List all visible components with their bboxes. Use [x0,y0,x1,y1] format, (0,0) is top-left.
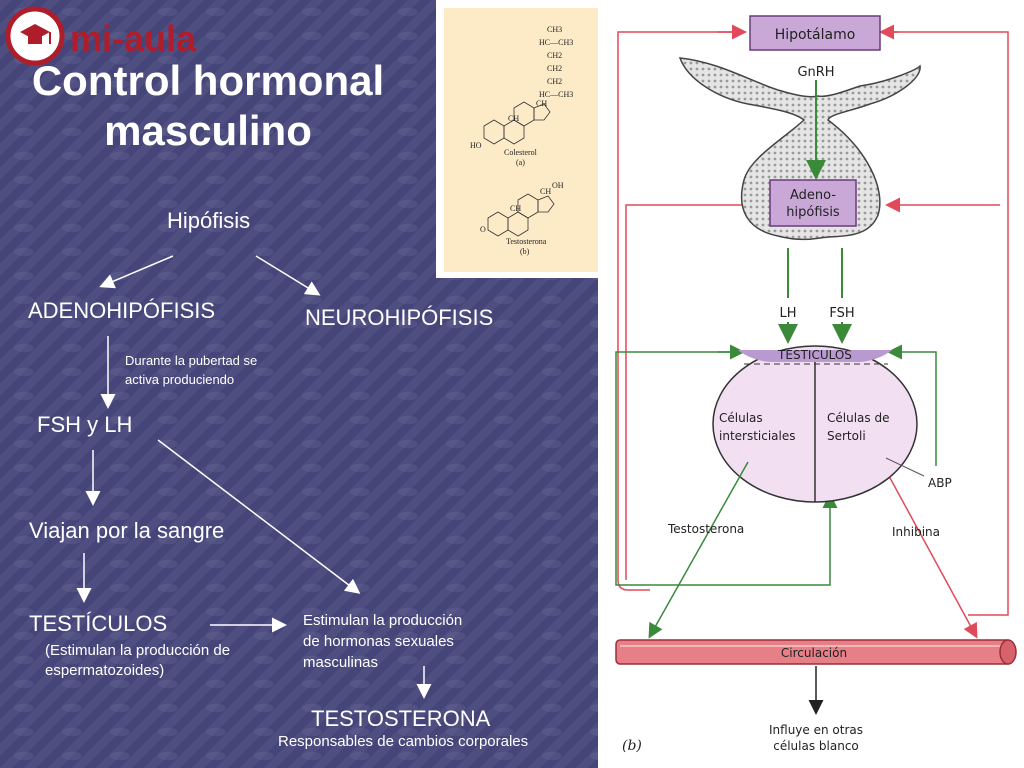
chem-hc-ch3-1: HC—CH3 [539,38,573,47]
chem-oh: OH [552,181,564,190]
inhibina-label: Inhibina [892,525,940,539]
chemistry-panel: CH3 HC—CH3 CH2 CH2 CH2 HC—CH3 CH CH HO C… [444,8,599,272]
flow-arrows [76,255,432,699]
chem-ch3-top: CH3 [547,25,562,34]
chem-hc-ch3-2: HC—CH3 [539,90,573,99]
estimulan-line-3: masculinas [303,654,379,671]
chem-label-a: (a) [516,158,525,167]
chem-o: O [480,225,486,234]
estimulan-line-1: Estimulan la producción [303,612,463,629]
gnrh-label: GnRH [797,65,834,80]
feedback-outer-right [884,31,1009,616]
adenohipofisis-box [769,179,857,227]
adeno-label-line-1: Adeno- [790,188,836,203]
neurohipofisis-label: NEUROHIPÓFISIS [305,305,494,330]
celulas-intersticiales-line-2: intersticiales [719,429,796,443]
abp-label: ABP [928,476,952,490]
hipotalamo-box [749,15,881,51]
green-loop-left [615,351,838,586]
testiculos-note-line-2: espermatozoides) [45,662,165,679]
hipotalamo-label: Hipotálamo [775,27,856,43]
arrow-to-neuro [255,255,321,296]
circulacion-tube-end [999,639,1017,665]
estimulan-line-2: de hormonas sexuales [303,633,454,650]
hipofisis-label: Hipófisis [167,208,251,233]
testosterona-label: Testosterona [667,522,744,536]
chem-ch-1: CH [536,99,547,108]
title-line-1: Control hormonal [31,57,385,104]
adeno-label-line-2: hipófisis [786,205,840,220]
chem-colesterol: Colesterol [504,148,538,157]
chem-ch-3: CH [540,187,551,196]
mi-aula-logo: mi-aula [6,6,246,66]
testiculos-note-line-1: (Estimulan la producción de [45,642,231,659]
chem-label-b: (b) [520,247,530,256]
fsh-lh-label: FSH y LH [37,412,133,437]
adenohipofisis-label: ADENOHIPÓFISIS [28,298,216,323]
panel-label-b: (b) [622,738,642,754]
celulas-sertoli-line-2: Sertoli [827,429,866,443]
testiculos-label: TESTICULOS [777,348,852,362]
celulas-intersticiales-line-1: Células [719,411,763,425]
celulas-sertoli-line-1: Células de [827,411,889,425]
colesterol-rings [483,101,551,145]
page-title: Control hormonal masculino [8,56,408,156]
responsables-label: Responsables de cambios corporales [278,733,529,750]
arrow-fsh-to-estimulan [157,439,361,594]
testiculos-label: TESTÍCULOS [29,611,168,636]
title-line-2: masculino [104,107,312,154]
chem-ch2-a: CH2 [547,51,562,60]
fsh-label: FSH [829,306,854,321]
physiology-diagram: Hipotálamo GnRH Adeno- hipófisis LH FSH … [598,0,1024,768]
chem-testosterona: Testosterona [506,237,547,246]
influye-line-1: Influye en otras [769,723,863,737]
pituitary-shape [678,57,921,241]
pubertad-note-line-1: Durante la pubertad se [125,353,258,368]
circulacion-label: Circulación [781,646,847,660]
chem-ch2-c: CH2 [547,77,562,86]
chem-ch2-b: CH2 [547,64,562,73]
green-loop-right [887,344,937,466]
testosterona-rings [487,193,555,237]
arrow-to-adeno [99,255,174,289]
pubertad-note-line-2: activa produciendo [125,372,235,387]
testosterona-label: TESTOSTERONA [311,706,491,731]
testiculo-top-band [738,350,892,362]
lh-label: LH [779,306,796,321]
logo-text: mi-aula [70,18,197,59]
feedback-outer-left [617,31,736,591]
abp-pointer [885,457,925,477]
feedback-inner-left [625,204,770,580]
inhibina-arrow [882,464,978,639]
chem-ch-4: CH [510,204,521,213]
chem-ho: HO [470,141,482,150]
testosterona-arrow [648,461,749,639]
influye-line-2: células blanco [773,739,859,753]
viajan-label: Viajan por la sangre [29,518,225,543]
